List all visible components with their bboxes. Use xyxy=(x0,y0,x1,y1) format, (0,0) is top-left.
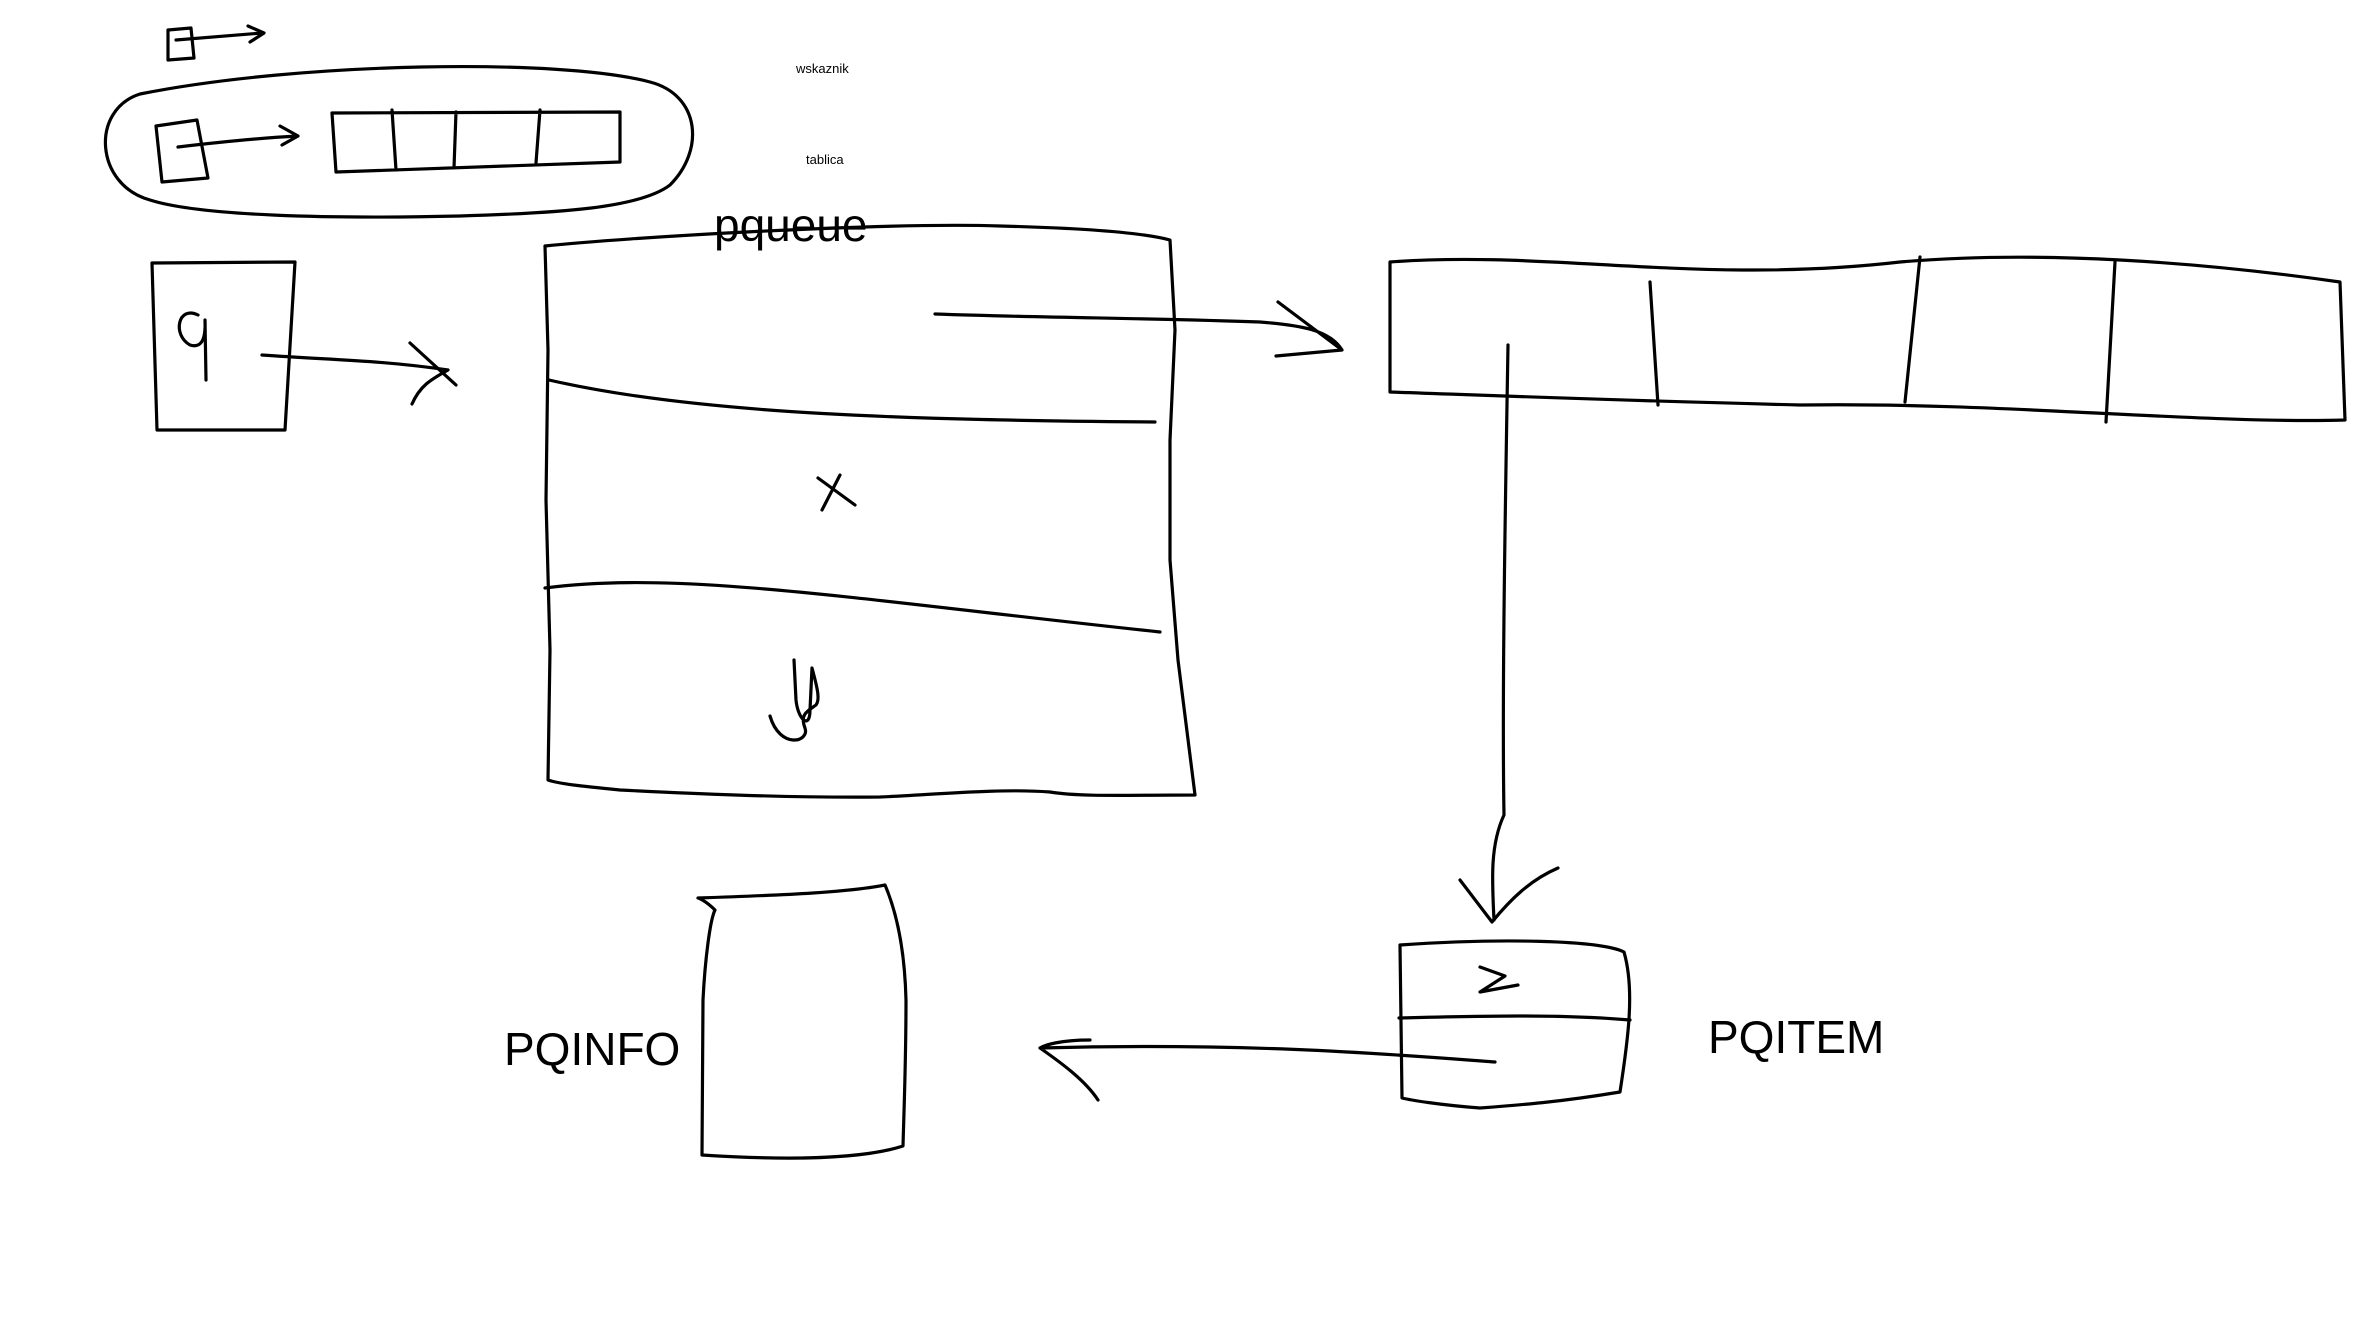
pqueue-divider-2 xyxy=(543,580,1162,634)
queue-variable-box xyxy=(150,260,458,432)
long-array-divider-1 xyxy=(1648,280,1660,407)
long-array-down-arrow xyxy=(1458,343,1560,924)
long-array-divider-2 xyxy=(1903,255,1922,404)
field-mark-y: y xyxy=(768,658,820,742)
legend-array-pointer-box xyxy=(154,118,210,184)
legend-pointer-arrow xyxy=(174,24,266,44)
pqitem-to-pqinfo-arrow xyxy=(1038,1038,1497,1102)
pqinfo-outline xyxy=(696,883,908,1160)
legend-array-cells xyxy=(330,108,622,174)
field-mark-x: x xyxy=(816,473,857,512)
field-mark-q: q xyxy=(177,311,208,382)
pqueue-struct-outline xyxy=(543,223,1197,799)
legend-array-enclosure xyxy=(104,64,695,219)
field-mark-z: z xyxy=(1478,965,1520,994)
label-wskaznik: wskaznik xyxy=(796,61,849,76)
label-tablica: tablica xyxy=(806,152,844,167)
legend-pointer xyxy=(166,24,266,62)
pqitem-outline xyxy=(1398,939,1632,1110)
legend-pointer-box xyxy=(166,26,196,62)
pqitem-struct xyxy=(1038,939,1632,1110)
queue-variable-outline xyxy=(150,260,297,432)
pqinfo-struct xyxy=(696,883,908,1160)
long-array-divider-3 xyxy=(2104,260,2117,424)
label-pqueue: pqueue xyxy=(714,199,868,251)
label-pqitem: PQITEM xyxy=(1708,1011,1885,1063)
queue-variable-arrow xyxy=(260,341,458,406)
pqueue-struct xyxy=(543,223,1344,799)
label-pqinfo: PQINFO xyxy=(504,1023,681,1075)
pqueue-pointer-arrow xyxy=(933,300,1344,358)
legend-array-pointer-arrow xyxy=(176,124,300,149)
long-array xyxy=(1388,255,2347,924)
long-array-outline xyxy=(1388,255,2347,423)
pqitem-divider xyxy=(1397,1014,1632,1022)
pqueue-divider-1 xyxy=(547,378,1157,424)
legend-array xyxy=(104,64,695,219)
